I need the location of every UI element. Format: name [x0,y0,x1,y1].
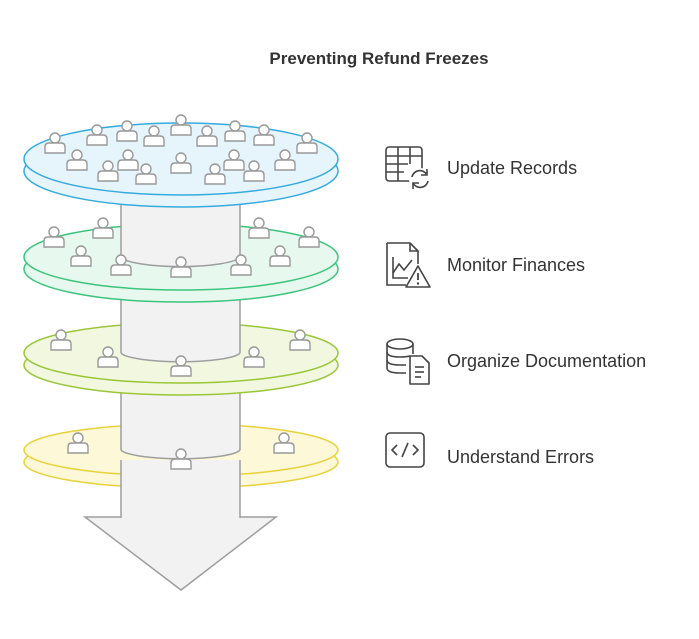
person-icon [248,217,270,239]
chart-warning-icon [386,242,431,288]
level-label-understand-errors: Understand Errors [447,447,595,467]
level-label-update-records: Update Records [447,158,578,178]
arrow-head [82,516,279,591]
table-refresh-icon [385,146,431,190]
person-icon [92,217,114,239]
diagram-title: Preventing Refund Freezes [269,49,489,68]
person-icon [170,114,192,136]
code-window-icon [385,432,425,468]
level-label-organize-documentation: Organize Documentation [447,351,647,371]
database-document-icon [386,338,430,385]
person-icon [43,226,65,248]
level-label-monitor-finances: Monitor Finances [447,255,586,275]
person-icon [298,226,320,248]
